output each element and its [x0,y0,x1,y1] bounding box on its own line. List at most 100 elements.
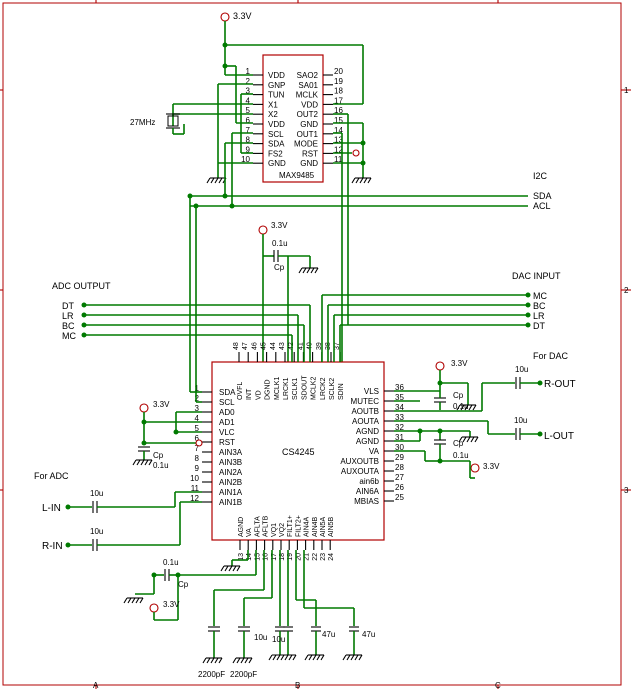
vlc-supply-label: 3.3V [153,400,170,409]
cs4245-pin-number: 28 [395,463,404,472]
max9485-pin-name: GND [300,120,318,129]
adc-dt-label: DT [62,301,74,311]
i2c-acl-label: ACL [533,201,551,211]
cs4245-pin-number: 7 [195,444,200,453]
cs4245-pin-name: DGND [265,379,272,400]
rin-cap-value: 10u [90,527,103,536]
filt1-cap-value: 47u [322,630,335,639]
cs4245-pin-name: AIN1A [219,488,243,497]
cs4245-pin-name: VLS [364,387,379,396]
cs4245-pin-name: SDOUT [301,375,308,400]
cs4245-pin-name: SCLK1 [292,378,299,400]
max9485-pin-name: SA01 [298,81,318,90]
cs4245-pin-name: MCLK1 [274,377,281,400]
cs4245-pin-number: 3 [195,404,200,413]
l-out-label: L-OUT [544,431,574,442]
vq2-cap-value: 10u [272,635,285,644]
max9485-pin-name: VDD [268,71,285,80]
max9485-pin-name: SAO2 [297,71,319,80]
cs4245-pin-number: 31 [395,433,404,442]
r-in-label: R-IN [42,541,63,552]
cs4245-pin-name: OVFL [237,382,244,400]
vlc-cap-value: 0.1u [153,461,169,470]
vq1-cap-value: 10u [254,633,267,642]
cs4245-pin-name: VLC [219,428,235,437]
cs4245-pin-name: VQ2 [279,523,286,537]
max9485-pin-name: GNP [268,81,285,90]
cs4245-pin-number: 17 [271,553,278,561]
max9485-pin-number: 16 [334,106,343,115]
lin-cap-value: 10u [90,489,103,498]
cs4245-pin-name: LRCK1 [283,377,290,400]
max9485-pin-name: OUT1 [297,130,319,139]
cs4245-pin-number: 6 [195,434,200,443]
cs4245-pin-number: 12 [190,494,199,503]
cs4245-pin-name: FILT2+ [295,515,302,537]
cs4245-pin-number: 33 [395,413,404,422]
max9485-pin-name: VDD [301,100,318,109]
cs4245-pin-name: AGND [356,427,379,436]
afltb-cap-value: 2200pF [230,670,257,679]
cs4245-pin-name: AOUTA [352,417,380,426]
max9485-pin-number: 9 [246,145,251,154]
cs4245-pin-name: VA [369,447,380,456]
i2c-sda-label: SDA [533,191,552,201]
max9485-name: MAX9485 [279,171,315,180]
row-marker-3: 3 [624,486,629,495]
cs4245-pin-name: AUXOUTA [341,467,380,476]
adc-lr-label: LR [62,311,74,321]
cs4245-pin-number: 4 [195,414,200,423]
cs4245-pin-name: AIN3B [219,458,242,467]
cs4245-pin-number: 47 [242,342,249,350]
col-marker-bottom-b: B [295,681,300,689]
cs4245-pin-number: 32 [395,423,404,432]
cs4245-pin-name: MUTEC [351,397,380,406]
cs4245-pin-number: 34 [395,403,404,412]
cs4245-pin-name: AIN5A [320,516,327,537]
cs4245-pin-name: ain6b [359,477,379,486]
cs4245-pin-number: 22 [312,553,319,561]
max9485-pin-number: 12 [334,145,343,154]
cs4245-pin-name: AD1 [219,418,235,427]
max9485-right-wiring [333,113,372,290]
va-cap-name: Cp [453,439,464,448]
cs4245-bottom-wiring: 0.1u Cp 3.3V [123,550,375,679]
max9485-pin-number: 17 [334,96,343,105]
max9485-pin-name: RST [302,149,318,158]
cs4245-pin-name: AIN4A [304,516,311,537]
cs4245-pin-name: AOUTB [351,407,379,416]
cs4245-pin-name: SDIN [338,383,345,400]
filt2-cap-value: 47u [362,630,375,639]
vls-cap-name: Cp [453,391,464,400]
cs4245-pin-number: 43 [279,342,286,350]
cs4245-pin-number: 37 [334,342,341,350]
cs4245-pin-number: 44 [270,342,277,350]
dac-bc-label: BC [533,301,546,311]
i2c-bus: I2C SDA ACL [187,171,552,211]
i2c-title: I2C [533,171,548,181]
dac-input-title: DAC INPUT [512,271,561,281]
cs4245-pin-number: 5 [195,424,200,433]
max9485-pin-name: SDA [268,140,285,149]
cs4245-pin-number: 39 [316,342,323,350]
cs4245-pin-number: 14 [246,553,253,561]
vd-supply-label: 3.3V [271,221,288,230]
cs4245-pin-name: AD0 [219,408,235,417]
adc-output-bus: ADC OUTPUT DT LR BC MC [52,281,310,341]
max9485-pin-number: 6 [246,116,251,125]
cs4245-top-wiring [291,295,341,362]
max9485-pin-number: 10 [241,155,250,164]
cs4245-pin-name: INT [246,388,253,400]
cs4245-pin-number: 15 [254,553,261,561]
cs4245-pin-name: VD [255,390,262,400]
r-out-label: R-OUT [544,379,576,390]
max9485-pin-number: 11 [334,155,343,164]
cs4245-pin-number: 35 [395,393,404,402]
cs4245-pin-number: 13 [238,553,245,561]
cs4245-right-wiring: For DAC 3.3V Cp 0.1u 10u R-OUT [394,351,576,479]
dac-rout-cap-value: 10u [515,365,528,374]
cs4245-pin-number: 8 [195,454,200,463]
max9485-pin-name: OUT2 [297,110,319,119]
